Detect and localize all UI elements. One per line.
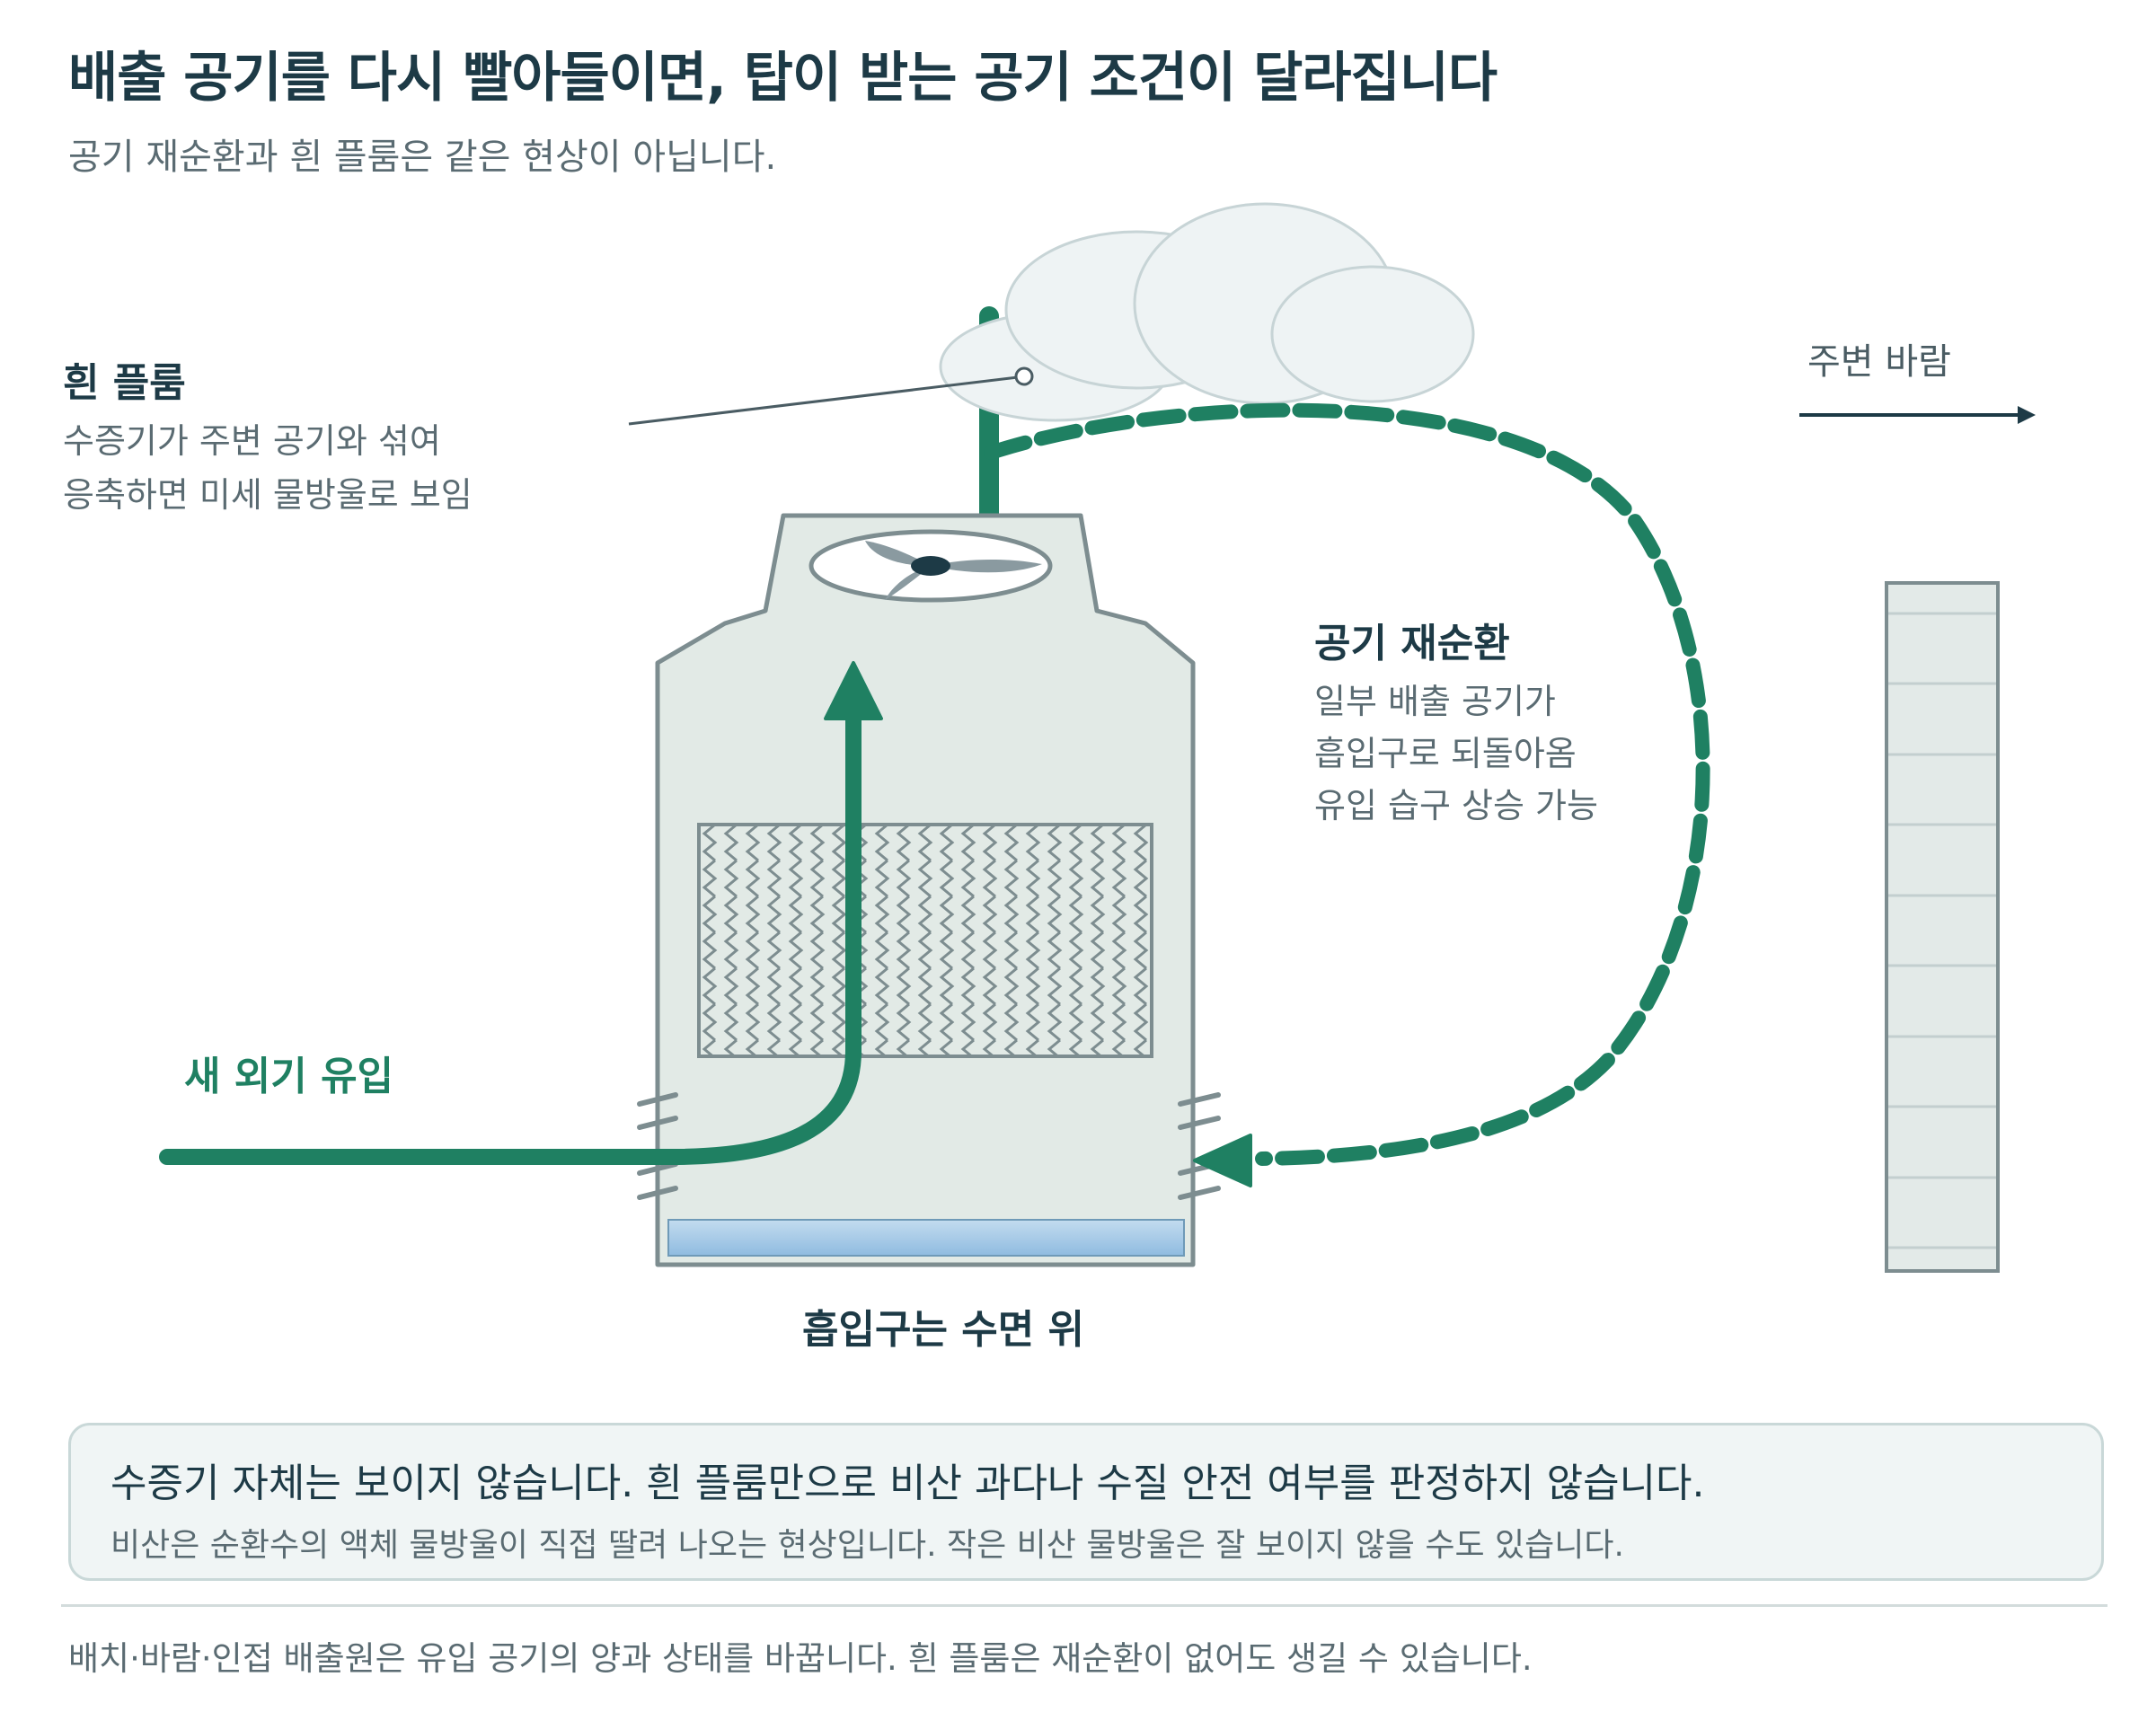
note-sub-text: 비산은 순환수의 액체 물방울이 직접 딸려 나오는 현상입니다. 작은 비산 … — [110, 1527, 1624, 1564]
intake-label: 흡입구는 수면 위 — [802, 1307, 1084, 1353]
recirculation-label-title: 공기 재순환 — [1314, 621, 1510, 666]
fresh-air-arrowhead — [824, 661, 883, 720]
recirculation-label-line2: 흡입구로 되돌아옴 — [1314, 734, 1577, 773]
footer-divider — [61, 1604, 2107, 1607]
recirculation-arrowhead — [1193, 1134, 1252, 1187]
water-basin — [667, 1219, 1185, 1257]
plume-leader-dot — [1014, 366, 1034, 386]
white-plume-cloud — [939, 202, 1475, 422]
note-box: 수증기 자체는 보이지 않습니다. 흰 플룸만으로 비산 과다나 수질 안전 여… — [68, 1423, 2104, 1581]
recirculation-path — [984, 402, 1710, 1166]
plume-label-title: 흰 플룸 — [63, 360, 186, 406]
plume-label-line2: 응축하면 미세 물방울로 보임 — [63, 475, 473, 515]
note-main-text: 수증기 자체는 보이지 않습니다. 흰 플룸만으로 비산 과다나 수질 안전 여… — [110, 1460, 1705, 1506]
wind-label: 주변 바람 — [1807, 341, 1951, 383]
footer-text: 배치·바람·인접 배출원은 유입 공기의 양과 상태를 바꿉니다. 흰 플룸은 … — [68, 1639, 1533, 1678]
recirculation-label-line1: 일부 배출 공기가 — [1314, 682, 1556, 721]
plume-label-line1: 수증기가 주변 공기와 섞여 — [63, 421, 441, 461]
page-subtitle: 공기 재순환과 흰 플룸은 같은 현상이 아닙니다. — [68, 137, 777, 178]
fan-icon — [808, 529, 1053, 603]
intake-louver-left — [637, 1092, 678, 1200]
wind-arrowhead — [2018, 406, 2036, 424]
fresh-air-inflow-path — [159, 702, 862, 1165]
plume-leader-line — [628, 375, 1019, 426]
fresh-air-inflow-label: 새 외기 유입 — [184, 1054, 394, 1099]
adjacent-building — [1885, 581, 2000, 1273]
recirculation-label-line3: 유입 습구 상승 가능 — [1314, 786, 1598, 825]
fill-media — [697, 823, 1153, 1058]
page-title: 배출 공기를 다시 빨아들이면, 탑이 받는 공기 조건이 달라집니다 — [68, 47, 1498, 110]
cooling-tower — [637, 513, 1221, 1267]
